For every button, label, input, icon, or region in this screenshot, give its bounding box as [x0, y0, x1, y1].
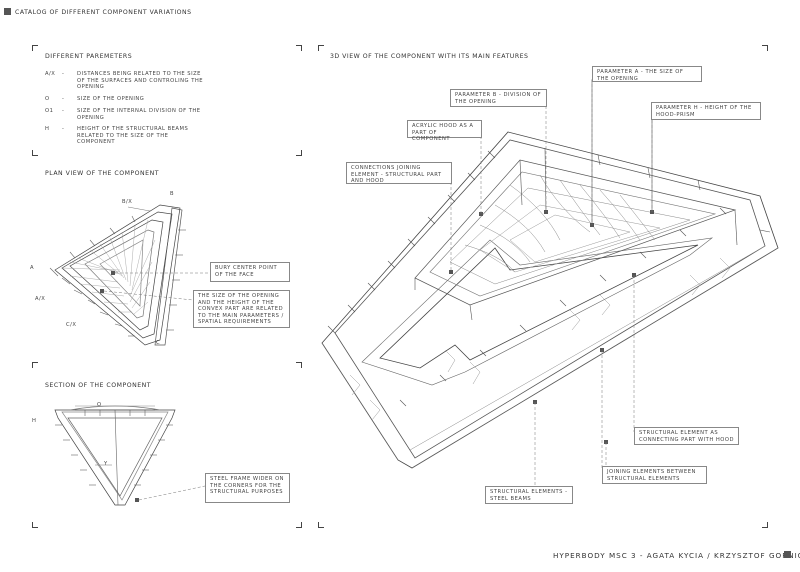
parameter-sep: -: [62, 96, 65, 102]
plan-heading: PLAN VIEW OF THE COMPONENT: [45, 170, 159, 177]
plan-label-bx: B/X: [122, 199, 133, 205]
plan-label-c: C: [156, 340, 161, 346]
callout-steel-frame: STEEL FRAME WIDER ON THE CORNERS FOR THE…: [205, 473, 290, 503]
parameter-key: A/X: [45, 71, 56, 77]
callout-steel-beams: STRUCTURAL ELEMENTS - STEEL BEAMS: [485, 486, 573, 504]
corner-bracket: [32, 150, 38, 156]
parameter-row: A/X - DISTANCES BEING RELATED TO THE SIZ…: [45, 71, 215, 91]
callout-structural-hood: STRUCTURAL ELEMENT AS CONNECTING PART WI…: [634, 427, 739, 445]
corner-bracket: [296, 362, 302, 368]
corner-bracket: [318, 45, 324, 51]
parameter-row: H - HEIGHT OF THE STRUCTURAL BEAMS RELAT…: [45, 126, 215, 145]
corner-bracket: [32, 45, 38, 51]
section-heading: SECTION OF THE COMPONENT: [45, 382, 152, 389]
parameter-key: O1: [45, 108, 54, 114]
callout-connections: CONNECTIONS JOINING ELEMENT - STRUCTURAL…: [346, 162, 452, 184]
callout-parameter-a: PARAMETER A - THE SIZE OF THE OPENING: [592, 66, 702, 82]
corner-bracket: [32, 362, 38, 368]
plan-label-b: B: [170, 191, 175, 197]
parameter-row: O1 - SIZE OF THE INTERNAL DIVISION OF TH…: [45, 108, 215, 124]
corner-bracket: [296, 522, 302, 528]
parameters-heading: DIFFERENT PAREMETERS: [45, 53, 133, 60]
plan-label-ax: A/X: [35, 296, 46, 302]
corner-bracket: [762, 522, 768, 528]
plan-label-cx: C/X: [66, 322, 77, 328]
callout-parameter-b: PARAMETER B - DIVISION OF THE OPENING: [450, 89, 547, 107]
parameter-text: SIZE OF THE INTERNAL DIVISION OF THE OPE…: [77, 108, 201, 121]
corner-bracket: [296, 150, 302, 156]
callout-acrylic-hood: ACRYLIC HOOD AS A PART OF COMPONENT: [407, 120, 482, 142]
footer-square-icon: [784, 551, 791, 558]
plan-label-a: A: [30, 265, 35, 271]
section-label-y: Y: [104, 461, 108, 467]
callout-joining-elements: JOINING ELEMENTS BETWEEN STRUCTURAL ELEM…: [602, 466, 707, 484]
callout-opening-size: THE SIZE OF THE OPENING AND THE HEIGHT O…: [193, 290, 290, 328]
parameter-sep: -: [62, 108, 65, 114]
corner-bracket: [318, 522, 324, 528]
header-square-icon: [4, 8, 11, 15]
parameter-key: H: [45, 126, 50, 132]
parameter-text: HEIGHT OF THE STRUCTURAL BEAMS RELATED T…: [77, 126, 189, 146]
parameter-row: O - SIZE OF THE OPENING: [45, 96, 215, 106]
page-title: CATALOG OF DIFFERENT COMPONENT VARIATION…: [15, 9, 192, 16]
section-label-o: O: [97, 402, 102, 408]
parameter-text: SIZE OF THE OPENING: [77, 96, 145, 102]
footer-credits: HYPERBODY MSC 3 - AGATA KYCIA / KRZYSZTO…: [553, 551, 800, 560]
parameter-key: O: [45, 96, 50, 102]
parameter-sep: -: [62, 71, 65, 77]
section-label-h: H: [32, 418, 37, 424]
view3d-heading: 3D VIEW OF THE COMPONENT WITH ITS MAIN F…: [330, 53, 529, 60]
parameter-text: DISTANCES BEING RELATED TO THE SIZE OF T…: [77, 71, 204, 91]
corner-bracket: [762, 45, 768, 51]
corner-bracket: [32, 522, 38, 528]
callout-parameter-h: PARAMETER H - HEIGHT OF THE HOOD-PRISM: [651, 102, 761, 120]
corner-bracket: [296, 45, 302, 51]
parameter-sep: -: [62, 126, 65, 132]
callout-bury-center: BURY CENTER POINT OF THE FACE: [210, 262, 290, 282]
